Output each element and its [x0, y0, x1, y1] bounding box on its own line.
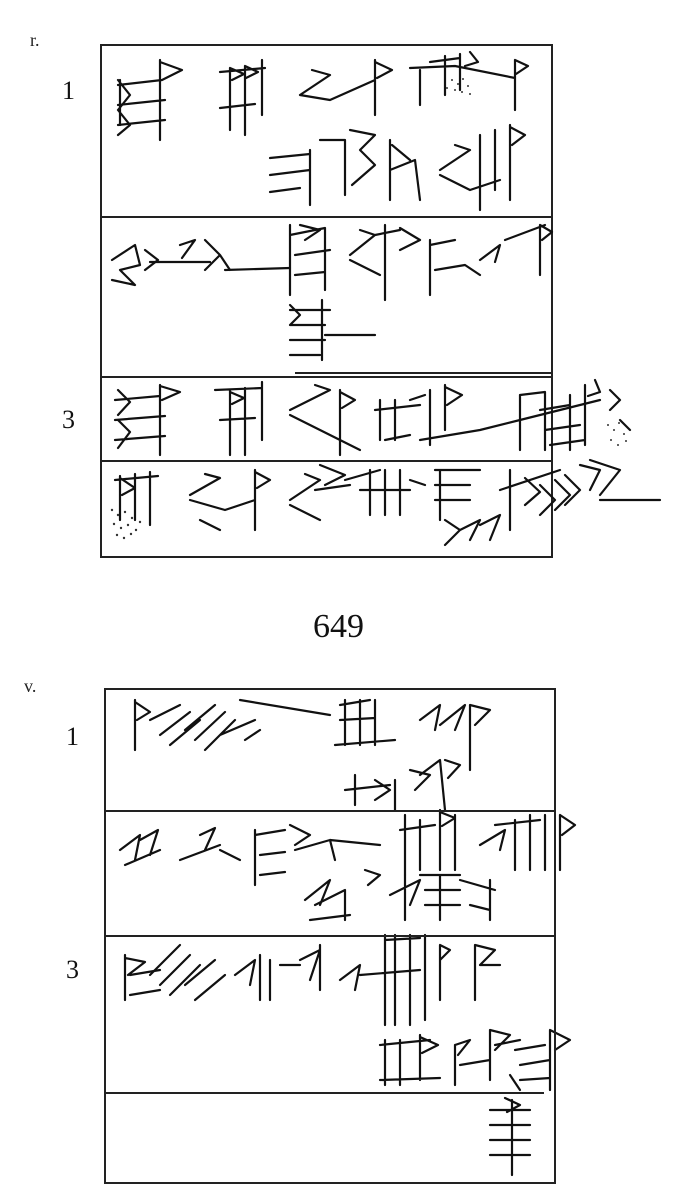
- lower-line-divider-1: [104, 810, 556, 812]
- upper-line-3-signs: [113, 378, 632, 457]
- upper-line-divider-3: [100, 376, 553, 378]
- upper-line-divider-1: [100, 216, 553, 218]
- upper-line-divider-2: [295, 372, 553, 374]
- lower-line-4-signs: [488, 1096, 532, 1177]
- lower-line-1-signs: [133, 698, 492, 812]
- catalog-number: 649: [313, 608, 364, 645]
- lower-line-divider-3: [104, 1092, 544, 1094]
- upper-tablet-outline: [100, 44, 553, 558]
- upper-line-4-signs: [113, 458, 662, 547]
- lower-line-2-signs: [118, 808, 577, 922]
- upper-line-divider-4: [100, 460, 553, 462]
- lower-line-number-1: 1: [66, 722, 79, 751]
- upper-line-number-1: 1: [62, 76, 75, 105]
- upper-damaged-area-2: [110, 508, 142, 540]
- upper-damaged-area-1: [446, 78, 627, 446]
- upper-line-1-signs: [116, 50, 530, 212]
- lower-line-divider-2: [104, 935, 556, 937]
- lower-line-number-3: 3: [66, 955, 79, 984]
- lower-face-label: v.: [24, 676, 37, 696]
- lower-line-3-signs: [123, 933, 572, 1092]
- upper-face-label: r.: [30, 30, 40, 50]
- upper-line-2-signs: [110, 223, 554, 362]
- upper-line-number-3: 3: [62, 405, 75, 434]
